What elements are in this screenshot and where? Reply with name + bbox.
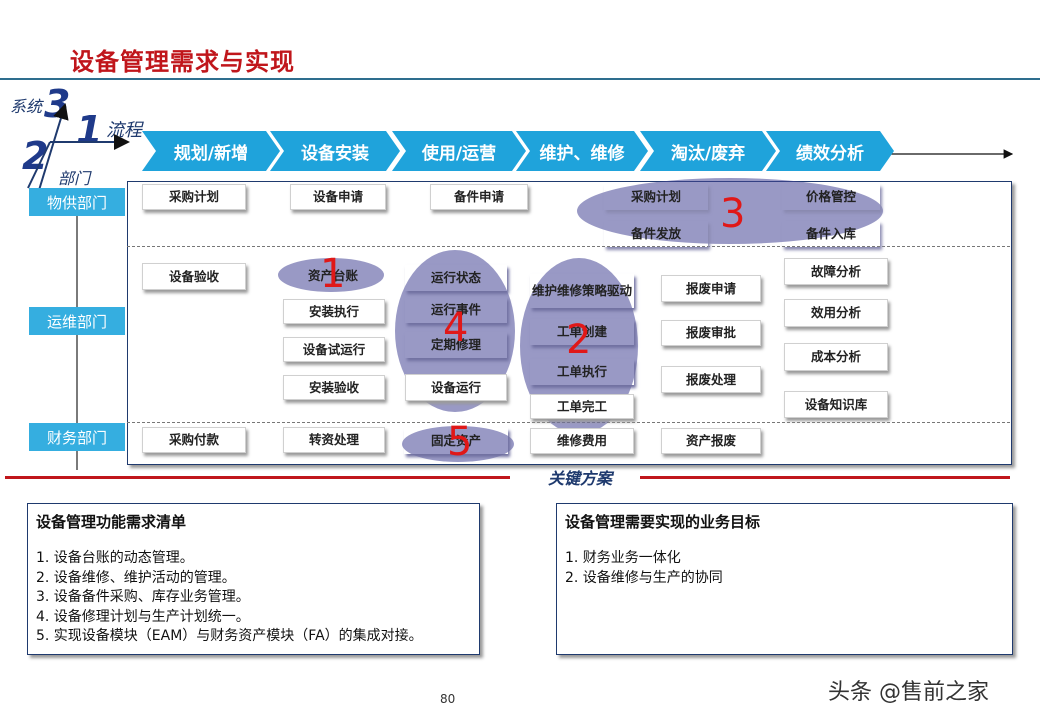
node-wo-create: 工单创建	[530, 319, 634, 345]
page-title: 设备管理需求与实现	[70, 48, 295, 76]
phase-performance: 绩效分析	[766, 131, 894, 171]
node-fixed-asset: 固定资产	[404, 428, 508, 454]
node-spare-issue: 备件发放	[604, 221, 708, 247]
node-maintenance-cost: 维修费用	[530, 428, 634, 454]
node-utility-analysis: 效用分析	[784, 299, 888, 327]
page-number: 80	[440, 692, 456, 706]
node-price-control: 价格管控	[782, 184, 880, 210]
phase-installation: 设备安装	[270, 131, 400, 171]
node-spare-stockin: 备件入库	[782, 221, 880, 247]
requirements-panel: 设备管理功能需求清单 1. 设备台账的动态管理。 2. 设备维修、维护活动的管理…	[27, 503, 480, 655]
node-strategy-driven: 维护维修策略驱动	[530, 274, 634, 308]
node-purchase-plan-2: 采购计划	[604, 184, 708, 210]
node-wo-complete: 工单完工	[530, 394, 634, 419]
requirements-list: 1. 设备台账的动态管理。 2. 设备维修、维护活动的管理。 3. 设备备件采购…	[36, 549, 423, 647]
node-knowledge-base: 设备知识库	[784, 391, 888, 418]
list-item: 2. 设备维修、维护活动的管理。	[36, 569, 236, 586]
phase-maintenance: 维护、维修	[516, 131, 648, 171]
phase-disposal: 淘汰/废弃	[640, 131, 776, 171]
node-run-events: 运行事件	[405, 297, 507, 323]
node-equipment-acceptance: 设备验收	[142, 263, 246, 290]
node-capitalization: 转资处理	[283, 427, 385, 453]
highlight-number-5: 5	[447, 419, 473, 465]
key-solution-label: 关键方案	[548, 469, 613, 488]
node-purchase-payment: 采购付款	[142, 427, 246, 453]
dept-finance: 财务部门	[29, 423, 125, 451]
node-equipment-request: 设备申请	[290, 184, 386, 210]
phase-planning: 规划/新增	[142, 131, 280, 171]
node-scrap-processing: 报废处理	[661, 366, 761, 393]
solution-divider-right	[640, 476, 1010, 479]
list-item: 5. 实现设备模块（EAM）与财务资产模块（FA）的集成对接。	[36, 628, 423, 644]
node-cost-analysis: 成本分析	[784, 343, 888, 371]
goals-title: 设备管理需要实现的业务目标	[565, 513, 761, 531]
highlight-number-1: 1	[320, 251, 346, 297]
phase-operation: 使用/运营	[392, 131, 526, 171]
axis-dept-label: 部门	[58, 169, 91, 188]
node-equipment-running: 设备运行	[405, 374, 507, 401]
watermark: 头条 @售前之家	[828, 680, 989, 705]
highlight-ellipse-1	[278, 258, 384, 292]
goals-panel: 设备管理需要实现的业务目标 1. 财务业务一体化 2. 设备维修与生产的协同	[556, 503, 1013, 655]
node-asset-scrap: 资产报废	[661, 428, 761, 454]
highlight-number-4: 4	[443, 305, 469, 351]
node-install-acceptance: 安装验收	[283, 375, 385, 400]
node-trial-run: 设备试运行	[283, 337, 385, 362]
node-asset-ledger: 资产台账	[307, 268, 358, 284]
title-divider	[0, 78, 1040, 80]
solution-divider-left	[5, 476, 510, 479]
highlight-ellipse-5	[402, 426, 514, 462]
list-item: 1. 财务业务一体化	[565, 550, 681, 566]
node-run-status: 运行状态	[405, 265, 507, 291]
node-wo-execute: 工单执行	[530, 359, 634, 385]
axis-flow-number: 1	[76, 108, 103, 152]
list-item: 4. 设备修理计划与生产计划统一。	[36, 608, 250, 625]
node-purchase-plan: 采购计划	[142, 184, 246, 210]
dept-operations: 运维部门	[29, 307, 125, 335]
goals-list: 1. 财务业务一体化 2. 设备维修与生产的协同	[565, 549, 723, 588]
requirements-title: 设备管理功能需求清单	[36, 513, 187, 531]
list-item: 3. 设备备件采购、库存业务管理。	[36, 589, 250, 605]
lane-divider-1	[127, 246, 1010, 247]
axis-system-label: 系统	[10, 97, 43, 116]
node-failure-analysis: 故障分析	[784, 258, 888, 285]
node-scrap-approval: 报废审批	[661, 320, 761, 346]
node-spare-request: 备件申请	[430, 184, 528, 210]
highlight-number-3: 3	[720, 191, 746, 237]
list-item: 2. 设备维修与生产的协同	[565, 569, 723, 586]
highlight-number-2: 2	[566, 317, 592, 363]
node-install-exec: 安装执行	[283, 299, 385, 324]
list-item: 1. 设备台账的动态管理。	[36, 550, 194, 566]
node-scrap-request: 报废申请	[661, 275, 761, 302]
node-periodic-repair: 定期修理	[405, 332, 507, 358]
highlight-ellipse-3	[577, 178, 883, 244]
dept-supply: 物供部门	[29, 188, 125, 216]
